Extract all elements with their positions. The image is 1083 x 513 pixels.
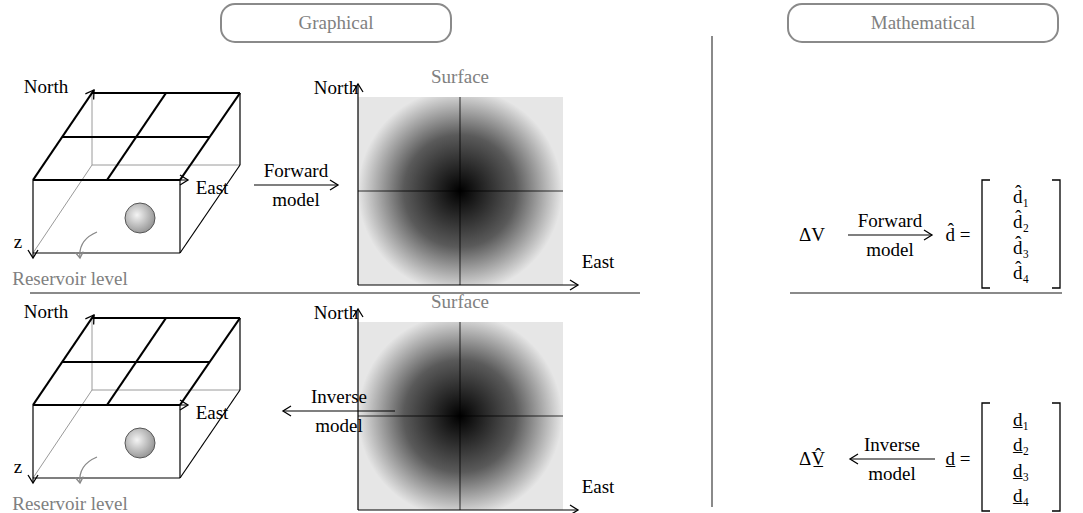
arrow-label: model (315, 416, 363, 437)
vector-entry: d̲₃ (1013, 461, 1029, 482)
math-symbol: ΔV̲̂ (799, 449, 825, 470)
arrow-label: Forward (264, 161, 328, 182)
axis-label: North (24, 302, 68, 323)
axis-label: North (314, 78, 358, 99)
header-text: Mathematical (871, 12, 975, 34)
axis-label: East (582, 477, 615, 498)
header-box: Graphical (220, 3, 452, 43)
axis-label: z (14, 232, 22, 253)
arrow-label: model (272, 190, 320, 211)
level-label: Reservoir level (12, 269, 128, 290)
level-label: Reservoir level (12, 494, 128, 513)
axis-label: East (196, 403, 229, 424)
axis-label: North (24, 77, 68, 98)
surface-label: Surface (431, 292, 489, 313)
axis-label: East (582, 252, 615, 273)
vector-entry: d̲₁ (1013, 410, 1029, 431)
arrow-label: Inverse (311, 387, 367, 408)
header-box: Mathematical (787, 3, 1059, 43)
header-text: Graphical (299, 12, 374, 34)
vector-entry: d̂₁ (1013, 187, 1029, 208)
arrow-label: model (866, 240, 914, 261)
axis-label: z (14, 457, 22, 478)
axis-label: East (196, 178, 229, 199)
vector-entry: d̂₃ (1013, 238, 1029, 259)
math-symbol: ΔV (799, 225, 825, 246)
vector-entry: d̂₂ (1013, 212, 1029, 233)
vector-entry: d̲₂ (1013, 435, 1029, 456)
math-symbol: d̲ = (946, 449, 971, 470)
vector-entry: d̲₄ (1013, 486, 1029, 507)
axis-label: North (314, 303, 358, 324)
surface-label: Surface (431, 67, 489, 88)
math-symbol: d̂ = (946, 225, 971, 246)
arrow-label: Inverse (864, 435, 920, 456)
arrow-label: model (868, 464, 916, 485)
vector-entry: d̂₄ (1013, 263, 1029, 284)
arrow-label: Forward (858, 211, 922, 232)
